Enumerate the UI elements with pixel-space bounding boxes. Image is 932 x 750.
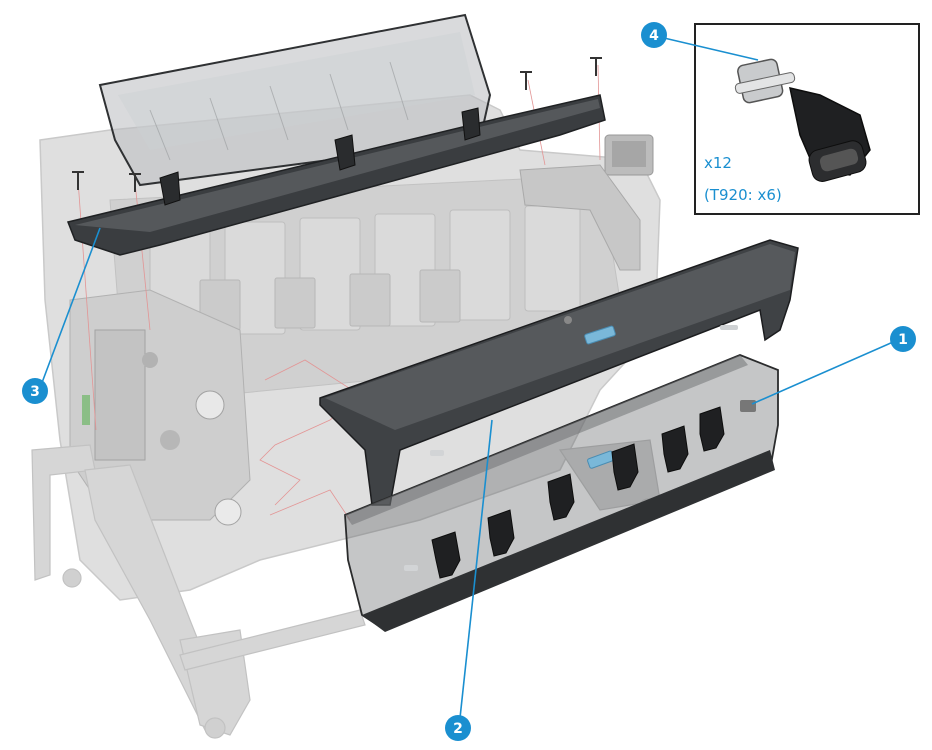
part-1-tray [344, 354, 779, 632]
part-3-top-bar [66, 57, 606, 256]
callout-1-label: 1 [898, 332, 908, 348]
leader-line-1 [751, 341, 894, 405]
part-2-cover [319, 239, 799, 506]
callout-3: 3 [22, 378, 48, 404]
leader-lines [39, 37, 894, 719]
callout-2-label: 2 [453, 721, 463, 737]
callout-4-label: 4 [649, 28, 659, 44]
stand [31, 439, 661, 739]
leader-line-3 [39, 227, 101, 389]
callout-2: 2 [445, 715, 471, 741]
inset-box: x12 (T920: x6) [694, 23, 920, 215]
screws [72, 57, 602, 192]
control-panel [519, 134, 654, 271]
pinch-wheels [431, 406, 725, 579]
inset-note: (T920: x6) [704, 186, 782, 204]
inset-quantity: x12 [704, 154, 732, 172]
leader-line-2 [459, 419, 493, 719]
pinch-arm-illustration [734, 58, 871, 182]
callout-3-label: 3 [30, 384, 40, 400]
callout-1: 1 [890, 326, 916, 352]
leader-line-4 [663, 37, 759, 61]
callout-4: 4 [641, 22, 667, 48]
